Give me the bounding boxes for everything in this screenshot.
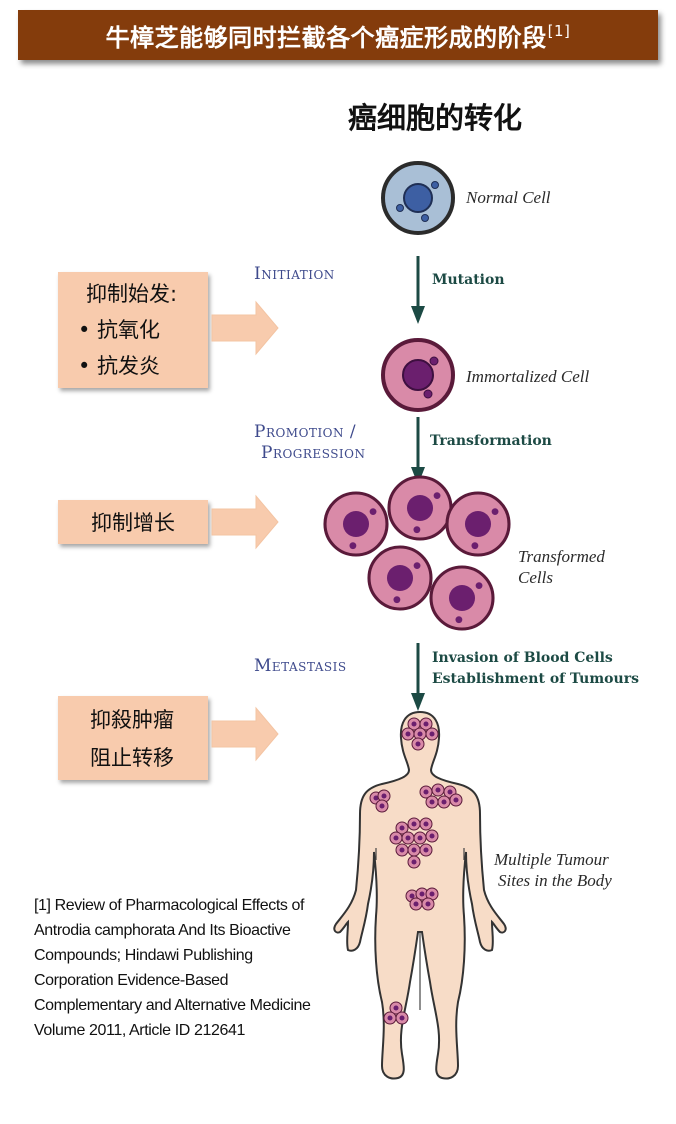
stage-line: Progression [261,443,366,463]
tumour-cell [395,843,409,857]
label-line: Cells [518,568,553,587]
normal-cell-icon [381,161,455,235]
human-body-icon [333,710,507,1080]
diagram-subtitle: 癌细胞的转化 [347,101,522,135]
tumour-cell [425,727,439,741]
callout-initiation: 抑制始发: • 抗氧化 • 抗发炎 [58,272,208,388]
tumour-cell [419,843,433,857]
stage-initiation: Initiation [254,264,335,284]
process-mutation: Mutation [432,272,505,288]
reference-footnote: [1] Review of Pharmacological Effects of… [34,897,311,1039]
callout-line: • 抗氧化 [78,318,161,342]
label-body: Multiple Tumour Sites in the Body [494,849,612,891]
tumour-cell [415,887,429,901]
stage-line: Promotion / [254,422,357,442]
tumour-cell [419,817,433,831]
label-line: Sites in the Body [498,871,612,890]
process-transformation: Transformation [430,433,552,449]
arrow-right-icon [211,300,279,356]
callout-line: 抑制增长 [91,511,175,535]
arrow-down-icon [411,643,425,711]
transformed-cell [445,491,511,557]
tumour-cell [411,737,425,751]
process-line: Invasion of Blood Cells [432,650,613,666]
transformed-cell [367,545,433,611]
callout-metastasis: 抑殺肿瘤 阻止转移 [58,696,208,780]
callout-promotion: 抑制增长 [58,500,208,544]
arrow-right-icon [211,706,279,762]
tumour-cell [425,795,439,809]
stage-metastasis: Metastasis [254,656,347,676]
tumour-cell [401,831,415,845]
tumour-cell [431,783,445,797]
label-transformed-cells: Transformed Cells [518,546,605,588]
process-line: Establishment of Tumours [432,671,639,687]
title-banner: 牛樟芝能够同时拦截各个癌症形成的阶段[1] [18,10,658,60]
transformed-cell [323,491,389,557]
tumour-cell [389,831,403,845]
callout-line: 抑制始发: [86,282,178,306]
callout-line: • 抗发炎 [78,354,161,378]
tumour-cell [407,843,421,857]
tumour-cell [375,799,389,813]
arrow-down-icon [411,417,425,485]
tumour-cell [401,727,415,741]
process-invasion: Invasion of Blood Cells Establishment of… [432,648,639,690]
tumour-cell [413,831,427,845]
stage-promotion: Promotion / Progression [254,422,366,464]
tumour-cell [389,1001,403,1015]
tumour-cell [421,897,435,911]
callout-line: 阻止转移 [90,746,174,770]
tumour-cell [425,829,439,843]
tumour-cell [395,1011,409,1025]
transformed-cell [387,475,453,541]
arrow-right-icon [211,494,279,550]
label-normal-cell: Normal Cell [466,188,551,207]
label-immortalized-cell: Immortalized Cell [466,367,590,386]
label-line: Multiple Tumour [494,850,609,869]
callout-line: 抑殺肿瘤 [90,708,174,732]
immortalized-cell-icon [381,338,455,412]
transformed-cell [429,565,495,631]
citation-mark: [1] [547,22,571,40]
tumour-cell [395,821,409,835]
tumour-cell [407,855,421,869]
label-line: Transformed [518,547,605,566]
arrow-down-icon [411,256,425,324]
tumour-cell [377,789,391,803]
tumour-cell [419,717,433,731]
tumour-cell [437,795,451,809]
tumour-cell [409,897,423,911]
tumour-cell [407,817,421,831]
tumour-cell [383,1011,397,1025]
transformed-cells-icon [323,475,511,631]
banner-title: 牛樟芝能够同时拦截各个癌症形成的阶段 [105,23,547,52]
tumour-cell [449,793,463,807]
